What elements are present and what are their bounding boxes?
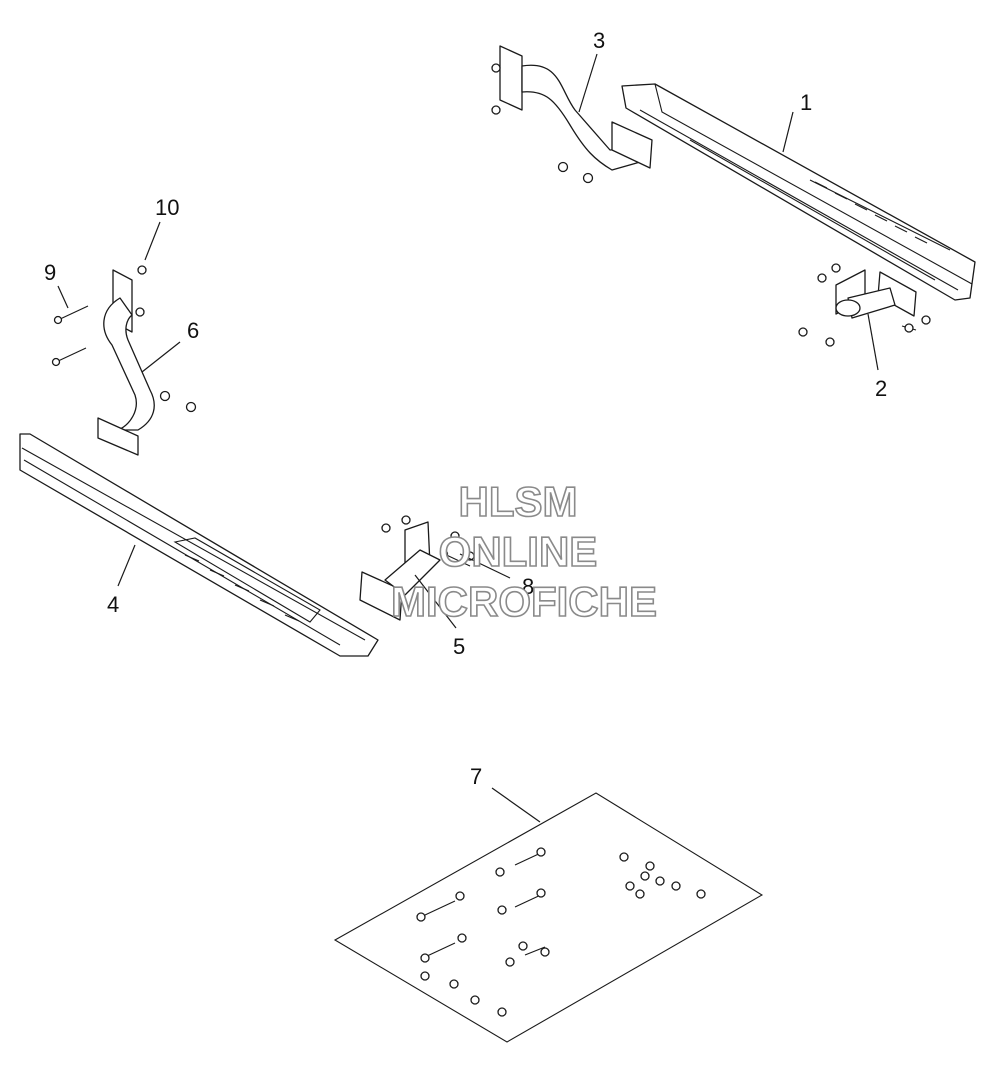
leader-2: [867, 313, 879, 371]
leader-3: [578, 53, 598, 113]
running-board-right: [621, 83, 976, 301]
leader-6: [141, 341, 181, 373]
callout-10: 10: [155, 195, 179, 220]
bracket-front-right: [798, 263, 931, 347]
leader-10: [144, 221, 161, 261]
watermark: HLSM ONLINE MICROFICHE: [390, 477, 658, 626]
hardware-kit: [333, 792, 764, 1043]
watermark-line3: MICROFICHE: [391, 578, 657, 625]
leader-7: [491, 787, 541, 823]
callout-6: 6: [187, 318, 199, 343]
leader-8: [459, 553, 511, 579]
watermark-line2: ONLINE: [439, 528, 598, 575]
leader-lines: [57, 53, 879, 823]
running-board-left: [19, 433, 379, 657]
bracket-front-left: [359, 515, 475, 621]
callout-1: 1: [800, 90, 812, 115]
callout-2: 2: [875, 376, 887, 401]
bracket-rear-upper: [491, 45, 653, 184]
leader-4: [117, 544, 136, 587]
callout-9: 9: [44, 260, 56, 285]
callout-5: 5: [453, 634, 465, 659]
bracket-rear-left: [51, 265, 197, 456]
watermark-line1: HLSM: [459, 478, 578, 525]
callout-8: 8: [522, 574, 534, 599]
leader-9: [57, 285, 69, 309]
leader-1: [782, 111, 794, 153]
callout-3: 3: [593, 28, 605, 53]
callout-4: 4: [107, 592, 119, 617]
callout-7: 7: [470, 764, 482, 789]
leader-5: [414, 574, 457, 629]
